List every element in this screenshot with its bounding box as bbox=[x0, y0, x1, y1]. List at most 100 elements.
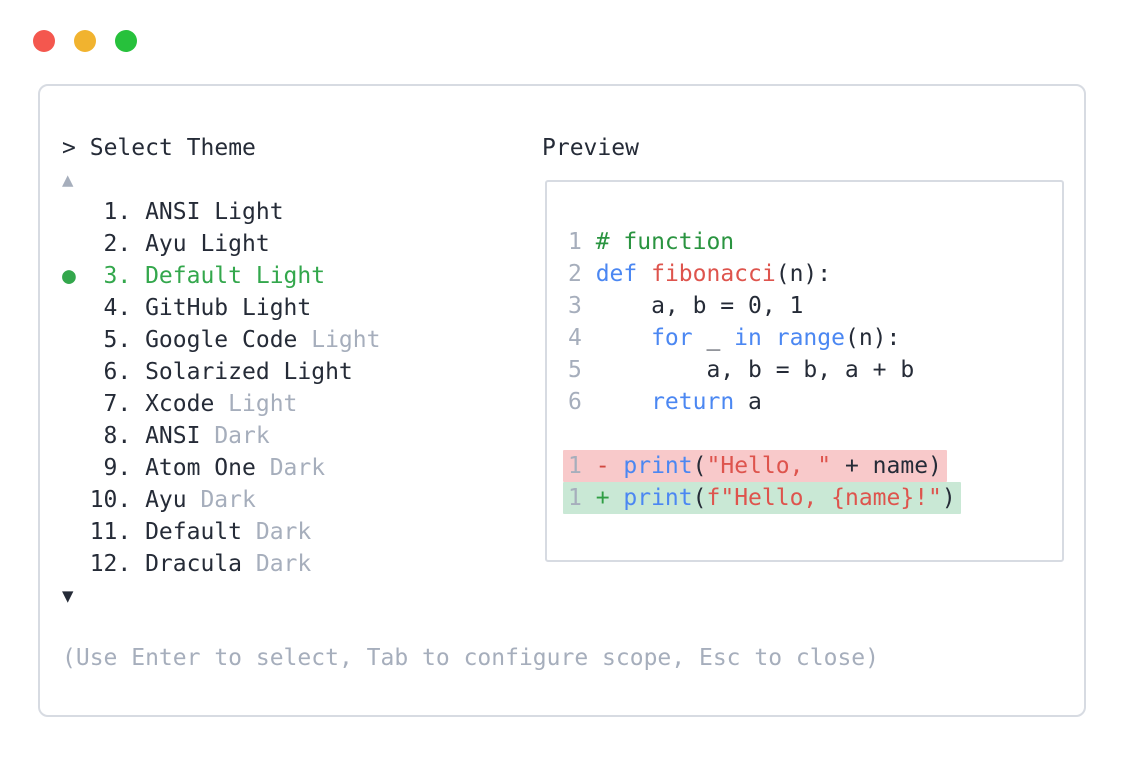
marker-spacer bbox=[62, 324, 90, 356]
theme-name: Default Light bbox=[131, 263, 326, 289]
theme-name: Dracula Dark bbox=[131, 551, 312, 577]
theme-name: ANSI Light bbox=[131, 199, 284, 225]
code-line-content: 3 a, b = 0, 1 bbox=[563, 290, 808, 322]
theme-option[interactable]: 10. Ayu Dark bbox=[62, 484, 532, 516]
marker-spacer bbox=[62, 292, 90, 324]
theme-option[interactable]: 8. ANSI Dark bbox=[62, 420, 532, 452]
code-line: 3 a, b = 0, 1 bbox=[563, 290, 1062, 322]
token-plain: ) bbox=[941, 485, 956, 511]
code-line-content: 1 # function bbox=[563, 226, 739, 258]
theme-number: 2. bbox=[103, 231, 132, 257]
code-line bbox=[563, 418, 1062, 450]
line-number: 3 bbox=[568, 293, 582, 319]
theme-name: Ayu Light bbox=[131, 231, 270, 257]
token-kw: print bbox=[623, 453, 693, 479]
token-plain: + name) bbox=[831, 453, 942, 479]
theme-number: 7. bbox=[103, 391, 132, 417]
theme-number: 5. bbox=[103, 327, 132, 353]
theme-name: Atom One Dark bbox=[131, 455, 326, 481]
theme-name: ANSI Dark bbox=[131, 423, 270, 449]
token-ins: + bbox=[595, 485, 624, 511]
zoom-button-icon[interactable] bbox=[115, 30, 137, 52]
code-line-content: 1- print("Hello, " + name) bbox=[563, 450, 947, 482]
line-number: 5 bbox=[568, 357, 582, 383]
token-plain bbox=[596, 325, 651, 351]
theme-name-variant: Light bbox=[297, 327, 381, 353]
token-plain bbox=[637, 261, 651, 287]
token-str: f"Hello, {name}!" bbox=[706, 485, 942, 511]
theme-option[interactable]: 4. GitHub Light bbox=[62, 292, 532, 324]
selected-dot-icon: ● bbox=[62, 263, 90, 289]
theme-number: 8. bbox=[103, 423, 132, 449]
scroll-down-icon[interactable]: ▼ bbox=[62, 585, 74, 607]
theme-option[interactable]: 5. Google Code Light bbox=[62, 324, 532, 356]
line-number: 1 bbox=[568, 453, 582, 479]
marker-spacer bbox=[62, 388, 90, 420]
token-plain bbox=[762, 325, 776, 351]
theme-number: 10. bbox=[89, 487, 132, 513]
token-plain: a bbox=[734, 389, 762, 415]
token-comment: # function bbox=[595, 229, 735, 255]
marker-spacer bbox=[62, 228, 90, 260]
theme-option[interactable]: 7. Xcode Light bbox=[62, 388, 532, 420]
marker-spacer bbox=[62, 356, 90, 388]
marker-spacer bbox=[62, 420, 90, 452]
theme-option[interactable]: 9. Atom One Dark bbox=[62, 452, 532, 484]
token-plain: (n): bbox=[775, 261, 832, 287]
prompt-caret-icon: > bbox=[62, 135, 76, 161]
marker-spacer bbox=[62, 516, 90, 548]
token-plain: ( bbox=[692, 453, 707, 479]
code-line: 5 a, b = b, a + b bbox=[563, 354, 1062, 386]
code-line: 4 for _ in range(n): bbox=[563, 322, 1062, 354]
theme-name-variant: Dark bbox=[200, 423, 270, 449]
theme-option[interactable]: 1. ANSI Light bbox=[62, 196, 532, 228]
theme-name-variant: Dark bbox=[255, 455, 326, 481]
token-plain: ( bbox=[692, 485, 707, 511]
code-line: 1 # function bbox=[563, 226, 1062, 258]
theme-name: Solarized Light bbox=[131, 359, 353, 385]
theme-option[interactable]: 11. Default Dark bbox=[62, 516, 532, 548]
token-kw: range bbox=[775, 325, 845, 351]
diff-line-removed: 1- print("Hello, " + name) bbox=[563, 450, 1062, 482]
marker-spacer bbox=[62, 548, 90, 580]
close-button-icon[interactable] bbox=[33, 30, 55, 52]
theme-name: Ayu Dark bbox=[131, 487, 256, 513]
theme-option[interactable]: ● 3. Default Light bbox=[62, 260, 532, 292]
diff-line-added: 1+ print(f"Hello, {name}!") bbox=[563, 482, 1062, 514]
code-line-content: 1+ print(f"Hello, {name}!") bbox=[563, 482, 961, 514]
line-number: 1 bbox=[568, 229, 582, 255]
token-fn: fibonacci bbox=[651, 261, 776, 287]
token-str: "Hello, " bbox=[706, 453, 832, 479]
theme-option[interactable]: 2. Ayu Light bbox=[62, 228, 532, 260]
scroll-up-icon[interactable]: ▲ bbox=[62, 169, 74, 191]
theme-list: 1. ANSI Light 2. Ayu Light● 3. Default L… bbox=[62, 196, 532, 580]
token-del: - bbox=[595, 453, 624, 479]
code-line-content: 6 return a bbox=[563, 386, 767, 418]
theme-number: 9. bbox=[103, 455, 132, 481]
theme-name-variant: Dark bbox=[242, 551, 312, 577]
minimize-button-icon[interactable] bbox=[74, 30, 96, 52]
token-plain: (n): bbox=[844, 325, 901, 351]
token-kw: in bbox=[734, 325, 762, 351]
code-line-content: 4 for _ in range(n): bbox=[563, 322, 905, 354]
marker-spacer bbox=[62, 196, 90, 228]
theme-number: 12. bbox=[89, 551, 132, 577]
theme-option[interactable]: 12. Dracula Dark bbox=[62, 548, 532, 580]
code-line-content: 5 a, b = b, a + b bbox=[563, 354, 919, 386]
theme-number: 3. bbox=[103, 263, 132, 289]
theme-name-variant: Dark bbox=[186, 487, 256, 513]
preview-column: Preview bbox=[542, 132, 639, 164]
theme-option[interactable]: 6. Solarized Light bbox=[62, 356, 532, 388]
line-number: 4 bbox=[568, 325, 582, 351]
prompt-title: > Select Theme bbox=[62, 132, 532, 164]
window-controls bbox=[33, 30, 137, 52]
token-plain: a, b = b, a + b bbox=[595, 357, 915, 383]
line-number: 1 bbox=[568, 485, 582, 511]
token-kw: for bbox=[651, 325, 693, 351]
theme-name: Google Code Light bbox=[131, 327, 381, 353]
theme-number: 1. bbox=[103, 199, 132, 225]
